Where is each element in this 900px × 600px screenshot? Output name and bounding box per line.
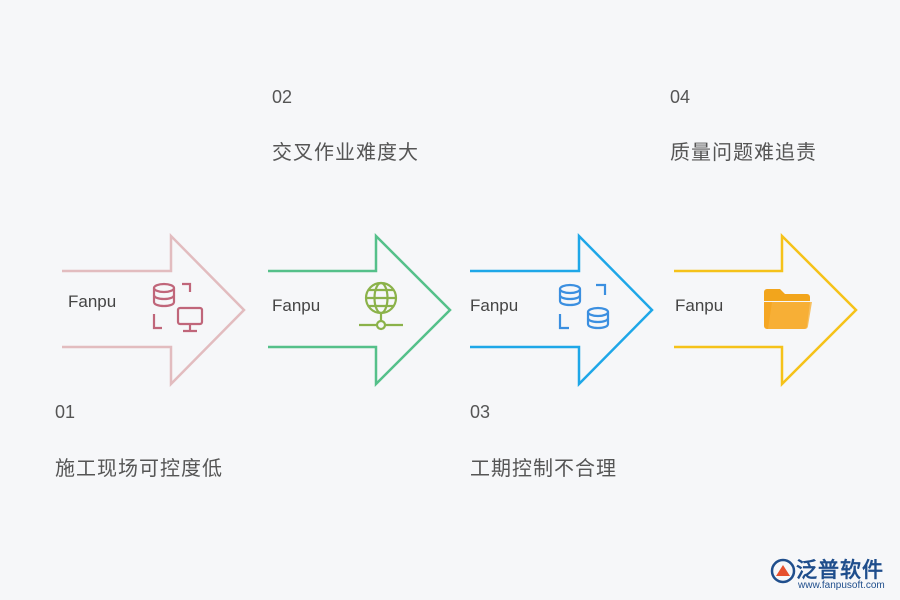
brand-logo: 泛普软件 www.fanpusoft.com (768, 552, 894, 596)
step-caption-4: 质量问题难追责 (670, 142, 817, 164)
step-label-4: Fanpu (675, 296, 724, 315)
arrow-2 (268, 232, 452, 388)
logo-url-text: www.fanpusoft.com (798, 580, 885, 591)
step-number-1: 01 (55, 402, 76, 422)
logo-mark-icon (770, 558, 796, 584)
arrow-1 (62, 232, 246, 388)
database-monitor-icon (152, 282, 204, 333)
step-caption-2: 交叉作业难度大 (272, 142, 419, 164)
step-caption-3: 工期控制不合理 (470, 458, 617, 480)
step-number-2: 02 (272, 87, 293, 107)
arrow-4 (674, 232, 858, 388)
arrow-3 (470, 232, 654, 388)
step-label-2: Fanpu (272, 296, 321, 315)
step-label-1: Fanpu (68, 292, 117, 311)
database-sync-icon (558, 283, 610, 330)
step-caption-1: 施工现场可控度低 (55, 458, 223, 480)
step-number-4: 04 (670, 87, 691, 107)
step-label-3: Fanpu (470, 296, 519, 315)
step-number-3: 03 (470, 402, 491, 422)
logo-brand-text: 泛普软件 (796, 559, 884, 582)
folder-icon (764, 289, 812, 329)
globe-network-icon (359, 281, 403, 331)
